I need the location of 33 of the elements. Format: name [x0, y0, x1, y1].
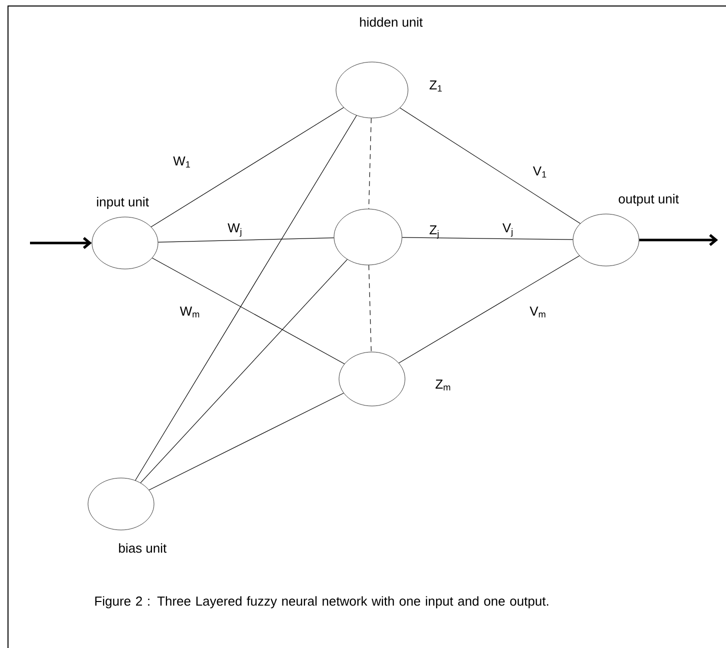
unit-circle: [92, 216, 158, 270]
caption: Figure 2 : Three Layered fuzzy neural network with one input and one output.: [95, 596, 548, 608]
connection-line: [402, 237, 574, 240]
weight-label: W$_{m}$: [178, 306, 202, 318]
connection-line: [140, 259, 348, 484]
connection-line: [158, 238, 334, 242]
connection-line: [400, 108, 581, 224]
connection-line: [368, 118, 372, 210]
arrow: [639, 234, 718, 246]
connection-line: [148, 392, 344, 490]
weight-label: V$_{1}$: [532, 165, 548, 179]
unit-label: bias unit: [119, 543, 166, 553]
connection-line: [398, 255, 580, 364]
unit-circle: [338, 352, 406, 406]
weight-label: W$_{j}$: [226, 222, 244, 238]
unit-label: Z$_{m}$: [436, 380, 450, 390]
connection-line: [150, 107, 344, 228]
unit-label: Z$_{1}$: [430, 80, 442, 92]
connection-line: [135, 115, 357, 481]
unit-label: Z$_{j}$: [430, 225, 439, 239]
unit-circle: [334, 208, 402, 266]
unit-label: input unit: [97, 196, 149, 210]
arrow: [30, 237, 92, 249]
unit-circle: [572, 214, 640, 266]
connection-line: [152, 258, 345, 364]
unit-circle: [336, 62, 408, 118]
weight-label: V$_{j}$: [501, 222, 515, 238]
weight-label: V$_{m}$: [528, 306, 548, 318]
unit-circle: [88, 478, 154, 530]
weight-label: W$_{1}$: [172, 155, 192, 169]
connection-line: [368, 264, 372, 352]
unit-label: output unit: [618, 194, 679, 206]
unit-label: hidden unit: [360, 17, 423, 27]
